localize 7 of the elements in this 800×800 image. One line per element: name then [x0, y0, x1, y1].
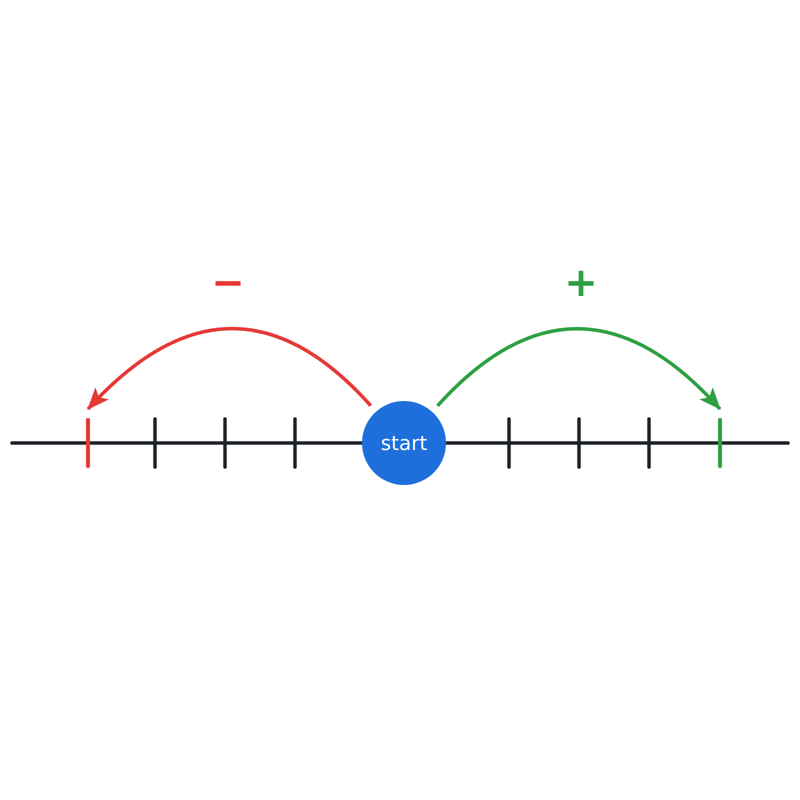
curved-arrow [436, 327, 722, 410]
node-label: start [380, 432, 428, 454]
curved-arrow [86, 326, 372, 410]
edge-label: − [211, 267, 245, 299]
tick-mark [86, 418, 90, 468]
edge-label: + [564, 267, 598, 299]
tick-mark [718, 418, 722, 468]
